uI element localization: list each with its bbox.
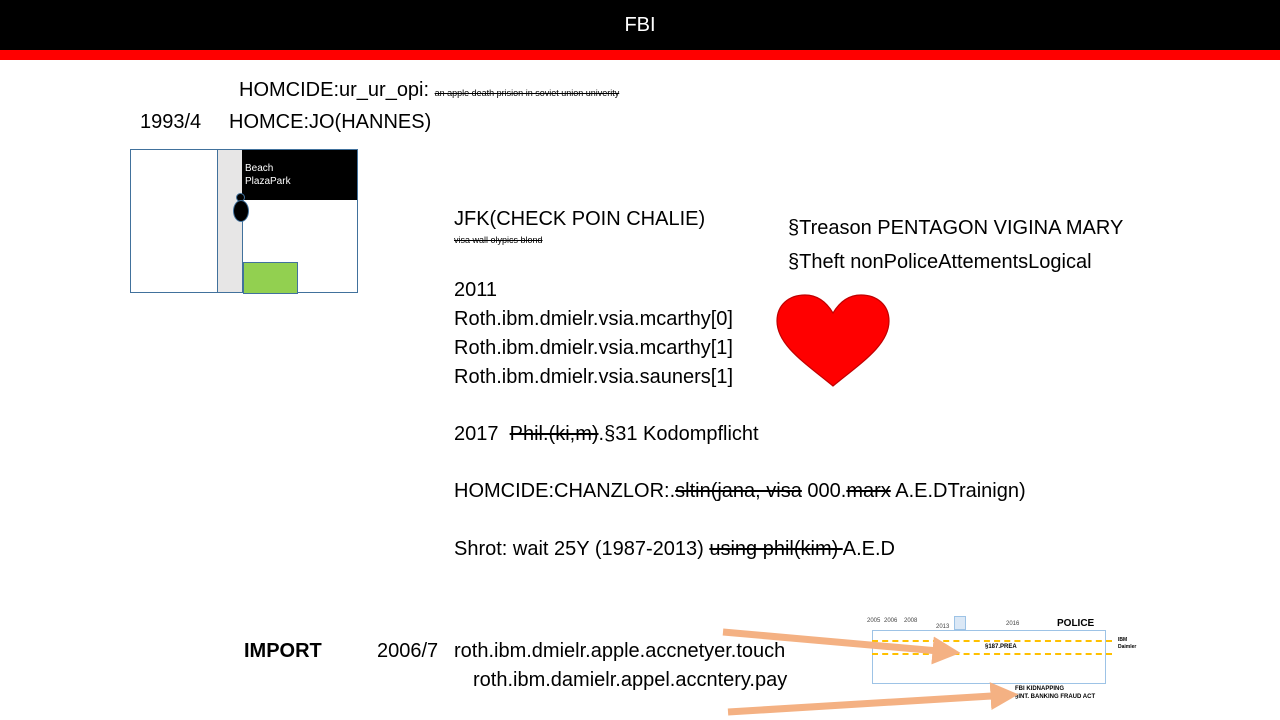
roth-line-1: Roth.ibm.dmielr.vsia.mcarthy[1] — [454, 337, 733, 359]
map-green-area — [243, 262, 298, 294]
thumb-year-2008: 2008 — [904, 618, 918, 624]
thumb-prea: §187.PREA — [985, 644, 1017, 650]
import-line-2: roth.ibm.damielr.appel.accntery.pay — [473, 669, 788, 691]
beach-plaza-park: Beach PlazaPark — [242, 150, 357, 200]
import-date: 2006/7 — [377, 640, 439, 662]
homicide-prefix: HOMCIDE:ur_ur_opi: — [239, 79, 430, 101]
arrow-upper — [722, 628, 961, 665]
roth-line-0: Roth.ibm.dmielr.vsia.mcarthy[0] — [454, 308, 733, 330]
kodompflicht: .§31 Kodompflicht — [598, 423, 759, 445]
police-timeline-thumbnail: 2005 2006 2008 2013 2016 POLICE IBM Daim… — [850, 612, 1140, 708]
map-pin-icon — [233, 200, 249, 222]
thumb-police: POLICE — [1057, 618, 1095, 629]
shrot-prefix: Shrot: wait 25Y (1987-2013) — [454, 538, 710, 560]
shrot-line: Shrot: wait 25Y (1987-2013) using phil(k… — [454, 538, 895, 561]
thumb-frame — [872, 630, 1106, 684]
page-title: FBI — [624, 13, 656, 36]
beach-label-line1: Beach — [245, 163, 274, 174]
date-label: 1993/4 — [140, 111, 202, 133]
struck-phil: Phil.(ki,m) — [509, 423, 599, 445]
thumb-marker-icon — [954, 616, 966, 630]
roth-line-2: Roth.ibm.dmielr.vsia.sauners[1] — [454, 366, 734, 388]
jfk-note: visa wall olypics blond — [454, 235, 543, 245]
homce-label: HOMCE:JO(HANNES) — [229, 111, 432, 133]
beach-label-line2: PlazaPark — [245, 176, 291, 187]
chanzlor-struck-1: sltin(jana, visa — [675, 480, 802, 502]
heart-icon — [776, 294, 890, 387]
import-line-1: roth.ibm.dmielr.apple.accnetyer.touch — [454, 640, 786, 662]
year-2017: 2017 — [454, 423, 499, 445]
title-bar: FBI — [0, 0, 1280, 50]
thumb-year-2016: 2016 — [1006, 621, 1020, 627]
thumb-ibm: IBM — [1118, 637, 1128, 643]
chanzlor-struck-2: marx — [846, 480, 891, 502]
thumb-year-2013: 2013 — [936, 624, 950, 630]
thumb-dash-2 — [872, 653, 1112, 655]
thumb-year-2006: 2006 — [884, 618, 898, 624]
thumb-dash-1 — [872, 640, 1112, 642]
arrow-lower — [727, 682, 1019, 716]
shrot-struck: using phil(kim) — [709, 538, 843, 560]
jfk-line: JFK(CHECK POIN CHALIE) — [454, 208, 706, 230]
homicide-note: an apple death prision in soviet union u… — [434, 88, 620, 98]
homicide-line: HOMCIDE:ur_ur_opi: an apple death prisio… — [239, 79, 619, 102]
thumb-year-2005: 2005 — [867, 618, 881, 624]
import-label: IMPORT — [244, 640, 322, 662]
year-2011: 2011 — [454, 279, 498, 301]
shrot-rest: A.E.D — [842, 538, 895, 560]
chanzlor-line: HOMCIDE:CHANZLOR:.sltin(jana, visa 000.m… — [454, 480, 1026, 503]
red-divider — [0, 50, 1280, 60]
map-road — [217, 150, 243, 292]
chanzlor-mid: 000. — [801, 480, 847, 502]
line-2017: 2017 Phil.(ki,m).§31 Kodompflicht — [454, 423, 759, 446]
theft-line: §Theft nonPoliceAttementsLogical — [788, 251, 1092, 273]
treason-line: §Treason PENTAGON VIGINA MARY — [788, 217, 1124, 239]
thumb-banking: §INT. BANKING FRAUD ACT — [1015, 694, 1096, 700]
chanzlor-rest: A.E.DTrainign) — [890, 480, 1026, 502]
thumb-daimler: Daimler — [1118, 644, 1137, 650]
location-map: Beach PlazaPark — [130, 149, 358, 294]
thumb-kidnapping: FBI KIDNAPPING — [1015, 686, 1065, 692]
chanzlor-prefix: HOMCIDE:CHANZLOR:. — [454, 480, 676, 502]
